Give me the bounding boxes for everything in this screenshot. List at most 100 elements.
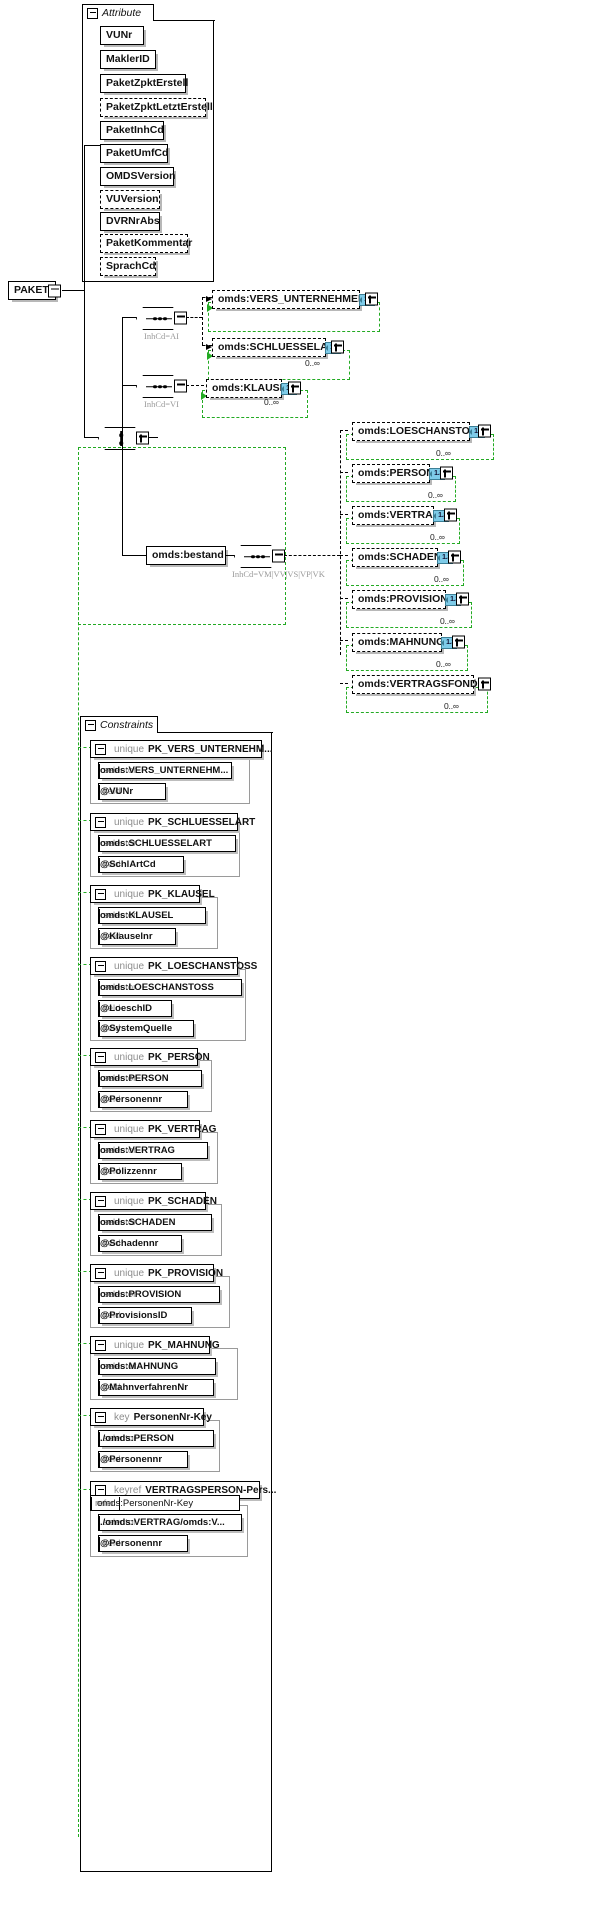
constraint-field[interactable]: field @LoeschID <box>98 1000 172 1017</box>
constraint-unique-pk-person[interactable]: unique PK_PERSON <box>90 1048 210 1066</box>
expand-icon[interactable] <box>331 340 344 354</box>
expand-icon[interactable] <box>478 677 491 691</box>
constraint-kind: keyref <box>114 1484 142 1496</box>
collapse-icon[interactable] <box>48 284 61 297</box>
expand-icon[interactable] <box>365 292 378 306</box>
compositor-choice-root[interactable] <box>98 427 142 450</box>
selector-value: ./omds:PERSON <box>99 1431 174 1446</box>
compositor-sequence-ai[interactable] <box>136 307 180 330</box>
attribute-vuversion[interactable]: VUVersion <box>100 190 160 209</box>
constraint-selector[interactable]: selector omds:SCHADEN <box>98 1214 212 1231</box>
constraint-selector[interactable]: selector omds:VERS_UNTERNEHM... <box>98 762 232 779</box>
constraints-group-tab[interactable]: Constraints <box>80 716 158 733</box>
collapse-icon[interactable] <box>85 719 96 731</box>
attribute-dvrnrabs[interactable]: DVRNrAbs <box>100 212 160 231</box>
constraint-selector[interactable]: selector omds:PERSON <box>98 1070 202 1087</box>
element-provision[interactable]: omds:PROVISION 1.3 <box>352 590 461 609</box>
expand-icon[interactable] <box>136 431 149 445</box>
field-label: field <box>103 1002 121 1014</box>
element-klausel[interactable]: omds:KLAUSEL 1.3 <box>206 379 297 398</box>
constraint-selector[interactable]: selector omds:KLAUSEL <box>98 907 206 924</box>
constraint-key-personennr[interactable]: key PersonenNr-Key <box>90 1408 212 1426</box>
constraint-field[interactable]: field @Personennr <box>98 1535 188 1552</box>
collapse-icon[interactable] <box>87 7 98 19</box>
element-mahnung[interactable]: omds:MAHNUNG 1.3 <box>352 633 457 652</box>
expand-icon[interactable] <box>440 466 453 480</box>
collapse-icon[interactable] <box>95 1411 106 1423</box>
attribute-paketzpktletzterstell[interactable]: PaketZpktLetztErstell <box>100 98 213 117</box>
expand-icon[interactable] <box>456 592 469 606</box>
constraint-unique-pk-loeschanstoss[interactable]: unique PK_LOESCHANSTOSS <box>90 957 257 975</box>
attribute-maklerid[interactable]: MaklerID <box>100 50 156 69</box>
expand-icon[interactable] <box>288 381 301 395</box>
occurrence-indicator: 0..∞ <box>428 490 443 500</box>
constraint-unique-pk-schluesselart[interactable]: unique PK_SCHLUESSELART <box>90 813 255 831</box>
collapse-icon[interactable] <box>95 888 106 900</box>
collapse-icon[interactable] <box>174 379 187 393</box>
attribute-paketumfcd[interactable]: PaketUmfCd <box>100 144 168 163</box>
attribute-paketkommentar[interactable]: PaketKommentar <box>100 234 192 253</box>
constraint-field[interactable]: field @Klauselnr <box>98 928 176 945</box>
collapse-icon[interactable] <box>272 549 285 563</box>
collapse-icon[interactable] <box>95 1484 106 1496</box>
attribute-vunr[interactable]: VUNr <box>100 26 144 45</box>
constraint-field[interactable]: field @MahnverfahrenNr <box>98 1379 214 1396</box>
constraint-unique-pk-vertrag[interactable]: unique PK_VERTRAG <box>90 1120 216 1138</box>
collapse-icon[interactable] <box>95 960 106 972</box>
constraint-selector[interactable]: selector omds:PROVISION <box>98 1286 220 1303</box>
constraint-selector[interactable]: selector omds:SCHLUESSELART <box>98 835 236 852</box>
compositor-sequence-bestand[interactable] <box>234 545 278 568</box>
collapse-icon[interactable] <box>95 743 106 755</box>
constraint-unique-pk-klausel[interactable]: unique PK_KLAUSEL <box>90 885 215 903</box>
constraint-field[interactable]: field @Personennr <box>98 1451 188 1468</box>
attribute-paketzpkterstell[interactable]: PaketZpktErstell <box>100 74 189 93</box>
attribute-group-tab[interactable]: Attribute <box>82 4 154 21</box>
constraint-field[interactable]: field @Schadennr <box>98 1235 182 1252</box>
element-vertrag[interactable]: omds:VERTRAG 1.3 <box>352 506 449 525</box>
collapse-icon[interactable] <box>95 1195 106 1207</box>
compositor-sequence-vi[interactable] <box>136 375 180 398</box>
collapse-icon[interactable] <box>174 311 187 325</box>
element-vers-unternehmen[interactable]: omds:VERS_UNTERNEHMEN 1.3 <box>212 290 375 309</box>
element-schaden[interactable]: omds:SCHADEN 1.3 <box>352 548 453 567</box>
collapse-icon[interactable] <box>95 1051 106 1063</box>
expand-icon[interactable] <box>478 424 491 438</box>
constraint-unique-pk-vers-unternehm[interactable]: unique PK_VERS_UNTERNEHM... <box>90 740 273 758</box>
constraint-field[interactable]: field @SchlArtCd <box>98 856 184 873</box>
constraint-selector[interactable]: selector omds:VERTRAG <box>98 1142 208 1159</box>
constraint-selector[interactable]: selector omds:MAHNUNG <box>98 1358 216 1375</box>
constraint-kind: unique <box>114 960 145 972</box>
root-element-paket[interactable]: PAKET <box>8 281 61 300</box>
expand-icon[interactable] <box>452 635 465 649</box>
element-vertragsfonds[interactable]: omds:VERTRAGSFONDS <box>352 675 485 694</box>
constraint-selector[interactable]: selector omds:LOESCHANSTOSS <box>98 979 242 996</box>
constraint-field[interactable]: field @VUNr <box>98 783 166 800</box>
expand-icon[interactable] <box>448 550 461 564</box>
field-value: @Personennr <box>99 1452 163 1467</box>
constraint-refer[interactable]: refer omds:PersonenNr-Key <box>90 1495 240 1511</box>
constraint-field[interactable]: field @ProvisionsID <box>98 1307 192 1324</box>
collapse-icon[interactable] <box>95 1123 106 1135</box>
collapse-icon[interactable] <box>95 1267 106 1279</box>
constraint-field[interactable]: field @Personennr <box>98 1091 188 1108</box>
attribute-label: PaketZpktErstell <box>106 77 189 89</box>
attribute-sprachcd[interactable]: SprachCd <box>100 257 156 276</box>
constraint-unique-pk-mahnung[interactable]: unique PK_MAHNUNG <box>90 1336 220 1354</box>
constraint-unique-pk-schaden[interactable]: unique PK_SCHADEN <box>90 1192 217 1210</box>
expand-icon[interactable] <box>444 508 457 522</box>
constraint-selector[interactable]: selector ./omds:PERSON <box>98 1430 214 1447</box>
constraint-unique-pk-provision[interactable]: unique PK_PROVISION <box>90 1264 223 1282</box>
attribute-omdsversion[interactable]: OMDSVersion <box>100 167 175 186</box>
element-schluesselart[interactable]: omds:SCHLUESSELART 1.3 <box>212 338 342 357</box>
constraint-field-2[interactable]: field @SystemQuelle <box>98 1020 194 1037</box>
collapse-icon[interactable] <box>95 1339 106 1351</box>
constraint-field[interactable]: field @Polizzennr <box>98 1163 182 1180</box>
element-loeschanstoss[interactable]: omds:LOESCHANSTOSS 1.3 <box>352 422 485 441</box>
refer-label: refer <box>91 1496 120 1510</box>
collapse-icon[interactable] <box>95 816 106 828</box>
attribute-paketinhcd[interactable]: PaketInhCd <box>100 121 164 140</box>
constraint-selector[interactable]: selector ./omds:VERTRAG/omds:V... <box>98 1514 242 1531</box>
element-bestand[interactable]: omds:bestand <box>146 546 226 565</box>
element-person[interactable]: omds:PERSON 1.3 <box>352 464 445 483</box>
constraints-tab-top-rule <box>157 732 273 733</box>
